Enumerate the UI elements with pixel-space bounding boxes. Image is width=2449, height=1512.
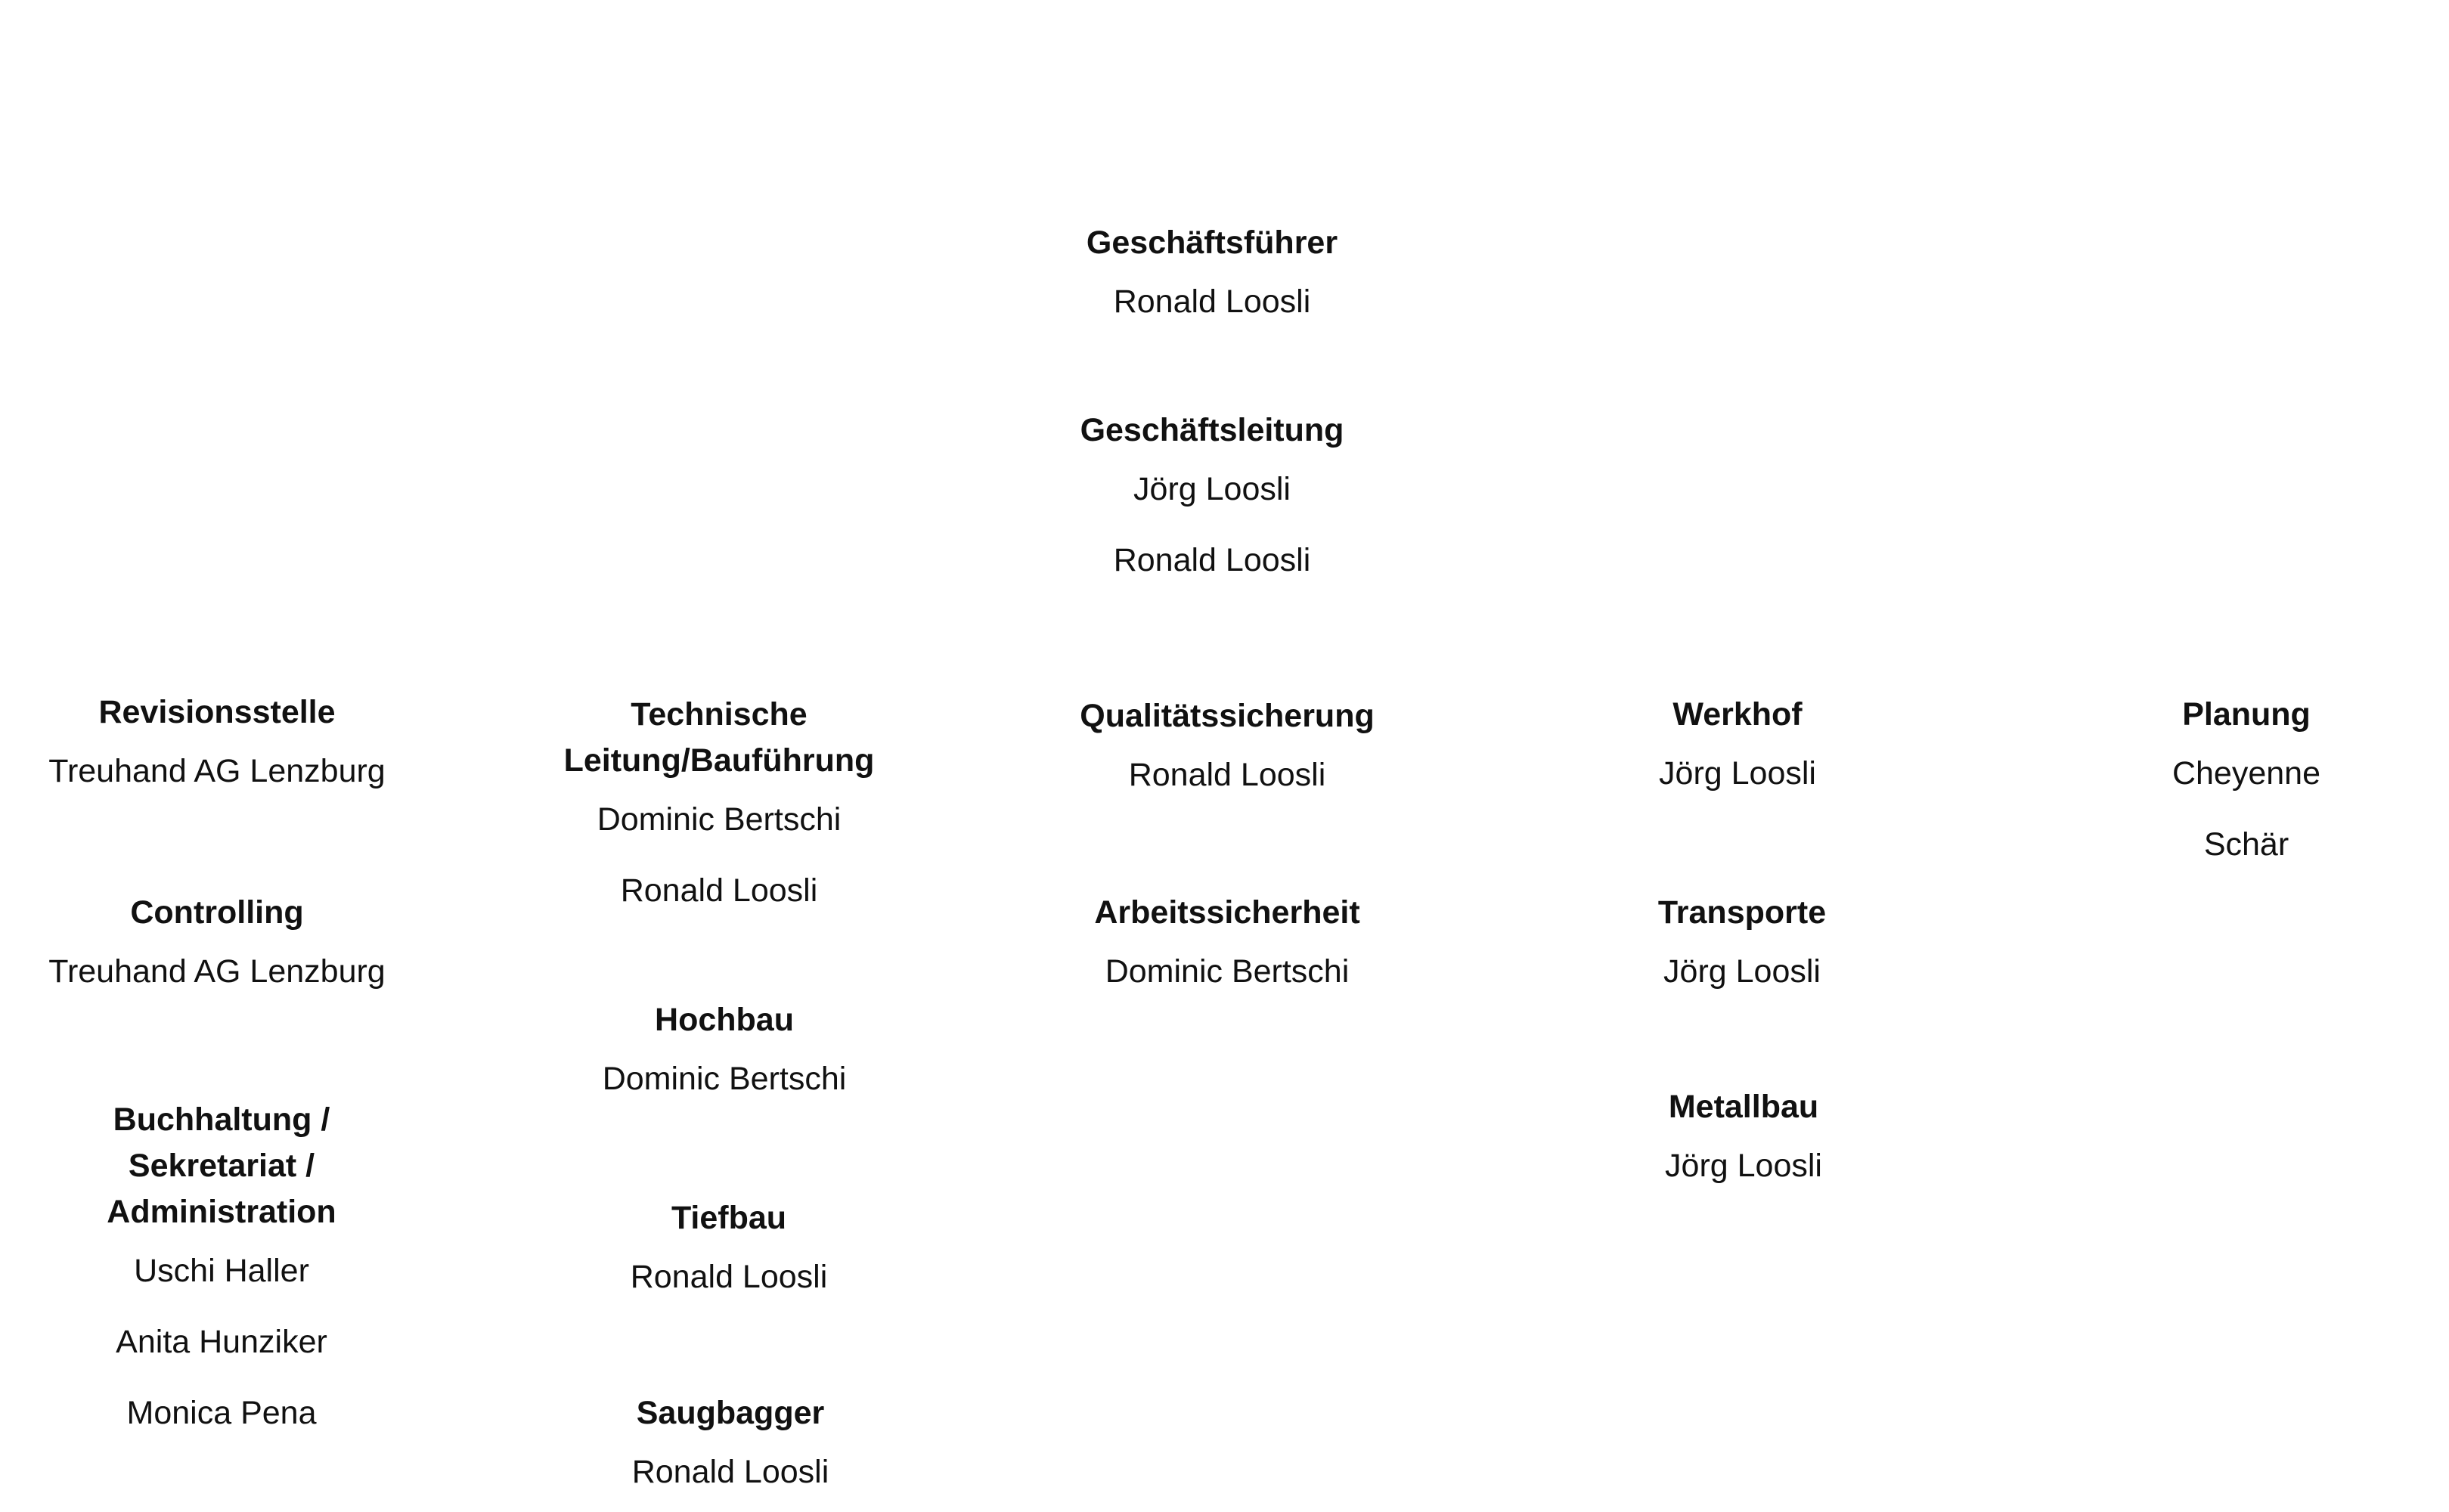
unit-person: Ronald Loosli: [630, 1259, 828, 1295]
org-unit-tiefbau: Tiefbau Ronald Loosli: [631, 1189, 828, 1312]
unit-person: Treuhand AG Lenzburg: [48, 953, 386, 990]
unit-person: Ronald Loosli: [1113, 284, 1311, 320]
unit-title: Sekretariat /: [128, 1148, 315, 1184]
org-unit-buchhaltung: Buchhaltung / Sekretariat / Administrati…: [107, 1091, 336, 1448]
org-unit-saugbagger: Saugbagger Ronald Loosli: [632, 1384, 829, 1507]
unit-person: Jörg Loosli: [1663, 953, 1821, 990]
unit-person: Dominic Bertschi: [597, 801, 842, 838]
org-unit-revisionsstelle: Revisionsstelle Treuhand AG Lenzburg: [48, 683, 385, 807]
org-unit-werkhof: Werkhof Jörg Loosli: [1659, 686, 1816, 809]
org-unit-hochbau: Hochbau Dominic Bertschi: [603, 991, 847, 1114]
unit-title: Leitung/Bauführung: [563, 742, 875, 779]
unit-person: Treuhand AG Lenzburg: [48, 753, 386, 789]
org-unit-qualitaetssicherung: Qualitätssicherung Ronald Loosli: [1080, 687, 1374, 810]
unit-person: Dominic Bertschi: [1105, 953, 1350, 990]
unit-title: Administration: [107, 1194, 336, 1230]
org-unit-transporte: Transporte Jörg Loosli: [1658, 884, 1826, 1007]
unit-person: Ronald Loosli: [1113, 542, 1311, 578]
unit-person: Ronald Loosli: [631, 1454, 829, 1490]
org-unit-controlling: Controlling Treuhand AG Lenzburg: [48, 884, 385, 1007]
unit-title: Metallbau: [1668, 1089, 1819, 1125]
unit-title: Saugbagger: [636, 1395, 825, 1431]
org-unit-technische-leitung: Technische Leitung/Bauführung Dominic Be…: [564, 686, 875, 926]
org-unit-management: Geschäftsleitung Jörg Loosli Ronald Loos…: [1080, 401, 1344, 596]
unit-title: Qualitätssicherung: [1080, 698, 1375, 734]
unit-person: Monica Pena: [126, 1395, 317, 1431]
unit-person: Ronald Loosli: [1128, 757, 1326, 793]
unit-person: Cheyenne Schär: [2172, 755, 2321, 863]
unit-title: Geschäftsleitung: [1080, 412, 1344, 448]
unit-title: Tiefbau: [671, 1200, 787, 1236]
unit-title: Arbeitssicherheit: [1094, 894, 1360, 931]
unit-person: Jörg Loosli: [1659, 755, 1816, 792]
unit-person: Ronald Loosli: [620, 872, 818, 909]
org-unit-arbeitssicherheit: Arbeitssicherheit Dominic Bertschi: [1094, 884, 1359, 1007]
unit-title: Planung: [2182, 696, 2311, 733]
unit-person: Dominic Bertschi: [602, 1061, 847, 1097]
unit-title: Hochbau: [655, 1002, 794, 1038]
unit-person: Uschi Haller: [134, 1253, 309, 1289]
unit-person: Jörg Loosli: [1665, 1148, 1822, 1184]
org-unit-metallbau: Metallbau Jörg Loosli: [1665, 1078, 1822, 1201]
unit-title: Geschäftsführer: [1086, 225, 1338, 261]
unit-title: Controlling: [130, 894, 304, 931]
org-unit-ceo: Geschäftsführer Ronald Loosli: [1087, 214, 1338, 337]
unit-title: Technische: [631, 696, 808, 733]
unit-title: Werkhof: [1672, 696, 1803, 733]
org-unit-planung: Planung Cheyenne Schär: [2145, 686, 2348, 880]
unit-title: Buchhaltung /: [113, 1101, 330, 1138]
unit-person: Anita Hunziker: [116, 1324, 327, 1360]
unit-person: Jörg Loosli: [1133, 471, 1291, 507]
unit-title: Revisionsstelle: [98, 694, 336, 730]
unit-title: Transporte: [1657, 894, 1827, 931]
